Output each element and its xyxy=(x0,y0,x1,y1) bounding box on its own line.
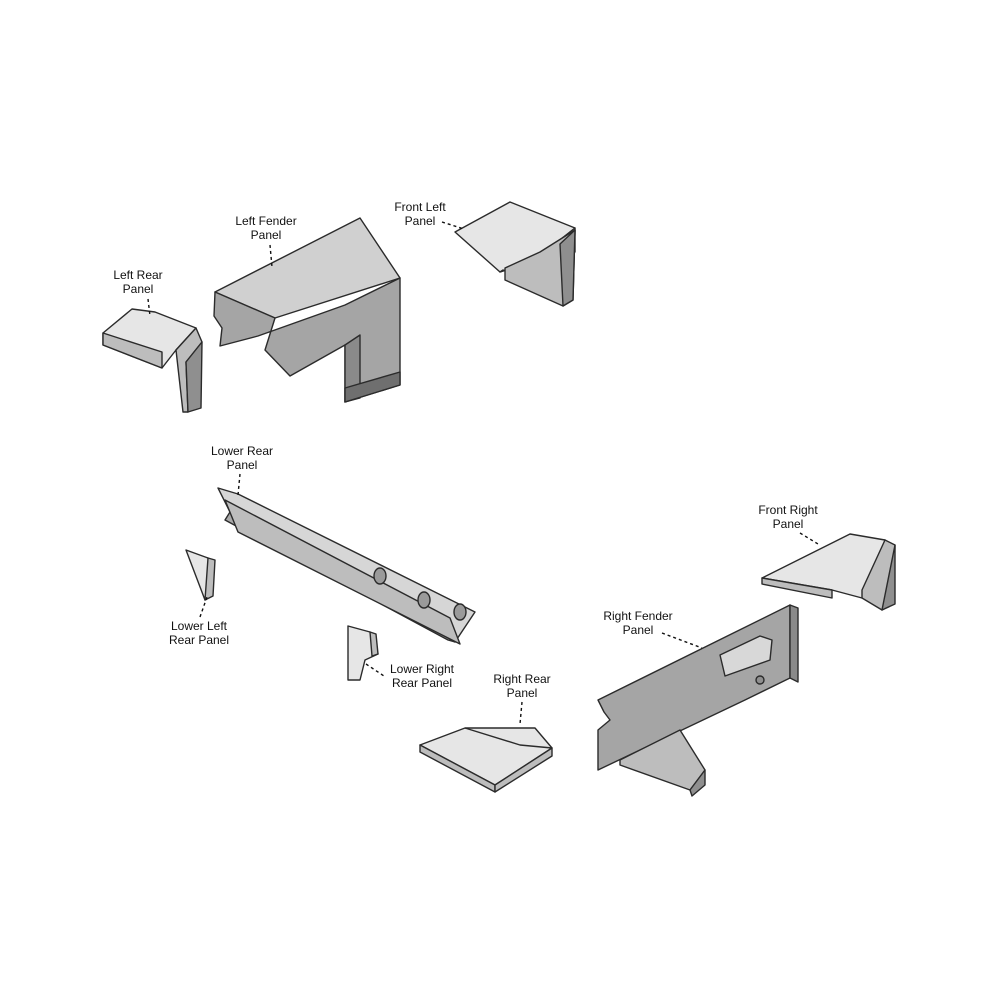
leader-front-right-panel xyxy=(799,532,819,545)
leader-left-rear-panel xyxy=(147,298,151,317)
left-fender-panel-part xyxy=(213,217,401,403)
right-fender-panel-part xyxy=(597,604,799,797)
leader-left-fender-panel xyxy=(269,244,273,268)
left-rear-panel-part xyxy=(102,308,203,413)
leader-lower-right-rear-panel xyxy=(365,663,385,677)
leader-right-fender-panel xyxy=(661,632,703,649)
leader-lower-left-rear-panel xyxy=(199,596,208,618)
front-right-panel-part xyxy=(761,533,896,611)
lower-left-rear-panel-part xyxy=(185,549,216,601)
leader-lower-rear-panel xyxy=(237,473,241,496)
leader-right-rear-panel xyxy=(519,701,523,725)
leader-front-left-panel xyxy=(441,221,465,230)
lower-right-rear-panel-part xyxy=(347,625,379,681)
front-left-panel-part xyxy=(454,201,576,307)
lower-rear-panel-part xyxy=(217,487,476,645)
right-rear-panel-part xyxy=(419,727,553,793)
